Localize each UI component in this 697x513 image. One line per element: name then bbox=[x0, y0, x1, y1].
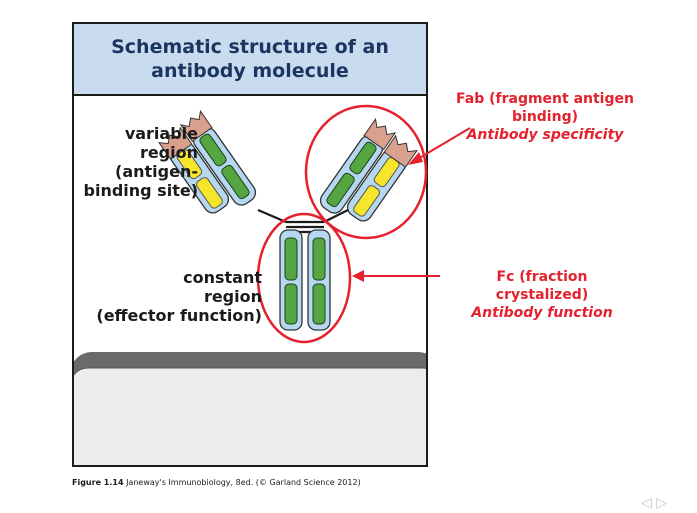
fab-highlight-circle bbox=[304, 104, 428, 240]
cell-membrane bbox=[74, 352, 426, 465]
fc-annotation: Fc (fraction crystalized) Antibody funct… bbox=[471, 269, 613, 321]
figure-header: Schematic structure of an antibody molec… bbox=[74, 24, 426, 96]
fc-arrow bbox=[352, 270, 440, 282]
constant-region-label: constant region (effector function) bbox=[96, 268, 262, 325]
caption-lead: Figure 1.14 bbox=[72, 478, 124, 487]
fab-annotation: Fab (fragment antigen binding) Antibody … bbox=[456, 91, 634, 143]
figure-title: Schematic structure of an antibody molec… bbox=[111, 35, 389, 83]
right-fab-arm bbox=[319, 117, 419, 222]
figure-title-line-2: antibody molecule bbox=[151, 60, 349, 82]
fc-highlight-circle bbox=[256, 212, 352, 344]
variable-region-label: variable region (antigen- binding site) bbox=[83, 124, 199, 200]
fc-stem bbox=[279, 229, 331, 331]
figure-caption: Figure 1.14 Janeway's Immunobiology, 8ed… bbox=[72, 478, 361, 487]
caption-text: Janeway's Immunobiology, 8ed. (© Garland… bbox=[126, 478, 361, 487]
next-slide-icon[interactable]: ▷ bbox=[656, 495, 667, 511]
figure-title-line-1: Schematic structure of an bbox=[111, 36, 389, 58]
left-fab-arm bbox=[157, 109, 257, 214]
prev-slide-icon[interactable]: ◁ bbox=[640, 495, 652, 511]
slide-navigation: ◁ ▷ bbox=[641, 495, 667, 511]
fab-arrow bbox=[408, 127, 471, 165]
